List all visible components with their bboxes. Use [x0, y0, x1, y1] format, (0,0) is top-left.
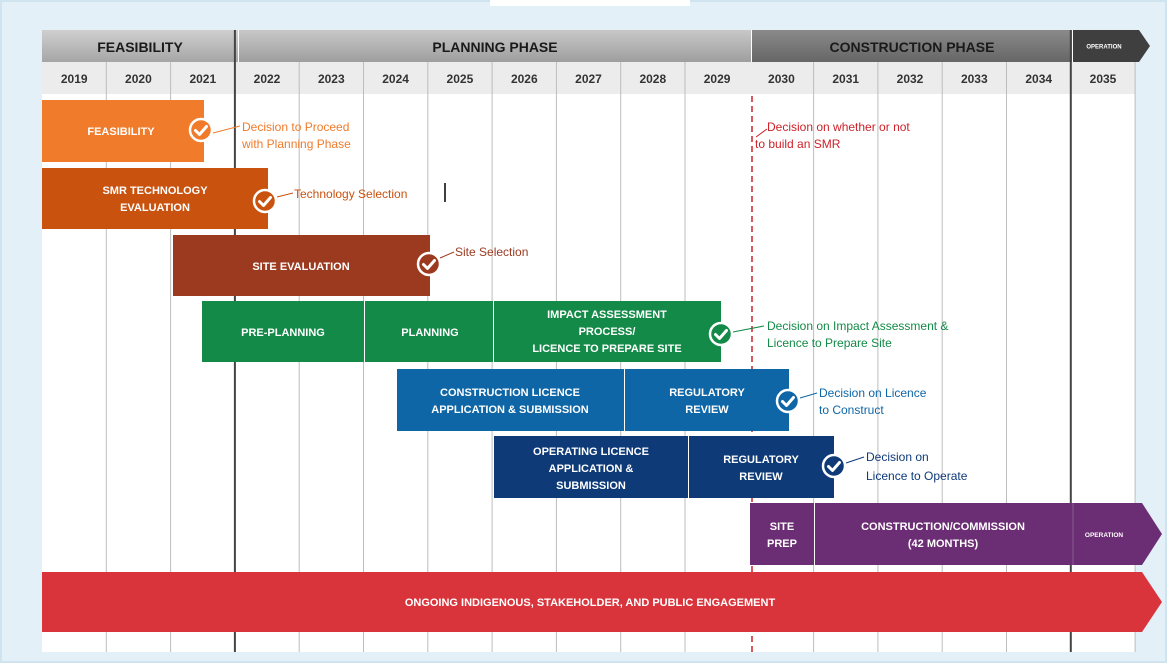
- bar-impact-label-line3: LICENCE TO PREPARE SITE: [532, 343, 681, 355]
- phase-band-construction: [752, 30, 1072, 62]
- milestone-build-line1: Decision on whether or not: [767, 120, 910, 134]
- check-icon: [775, 388, 801, 414]
- bar-reg-review-a-label-line1: REGULATORY: [669, 387, 745, 399]
- milestone-operate-line1: Decision on: [866, 450, 929, 464]
- year-label: 2025: [447, 72, 474, 86]
- callout-line-build: [755, 128, 768, 138]
- bar-smr-label-line2: EVALUATION: [120, 202, 190, 214]
- phase-label-operation: OPERATION: [1086, 45, 1121, 51]
- bar-reg-review-a-label-line2: REVIEW: [685, 404, 729, 416]
- year-label: 2035: [1090, 72, 1117, 86]
- bar-reg-review-b-label-line2: REVIEW: [739, 471, 783, 483]
- phase-label-construction: CONSTRUCTION PHASE: [830, 39, 995, 55]
- bar-pre-planning-label: PRE-PLANNING: [241, 327, 325, 339]
- year-label: 2019: [61, 72, 88, 86]
- milestone-construct-line1: Decision on Licence: [819, 386, 927, 400]
- callout-line-impact: [732, 325, 765, 333]
- milestone-impact-line1: Decision on Impact Assessment &: [767, 319, 948, 333]
- bar-site-prep: [750, 503, 814, 565]
- year-label: 2029: [704, 72, 731, 86]
- milestone-construct-line2: to Construct: [819, 403, 884, 417]
- year-label: 2021: [189, 72, 216, 86]
- bar-engagement: [42, 572, 1162, 632]
- year-label: 2022: [254, 72, 281, 86]
- phase-band-feasibility: [42, 30, 238, 62]
- year-label: 2031: [832, 72, 859, 86]
- year-row: [42, 62, 1135, 94]
- check-icon: [821, 453, 847, 479]
- bar-planning-label: PLANNING: [401, 327, 458, 339]
- year-label: 2026: [511, 72, 538, 86]
- year-label: 2028: [639, 72, 666, 86]
- bar-site-prep-label-line1: SITE: [770, 521, 794, 533]
- bar-construction-commission: [815, 503, 1162, 565]
- year-label: 2027: [575, 72, 602, 86]
- bar-cons-licence-label-line2: APPLICATION & SUBMISSION: [431, 404, 589, 416]
- bar-engagement-label: ONGOING INDIGENOUS, STAKEHOLDER, AND PUB…: [405, 597, 776, 609]
- bar-site-evaluation-label: SITE EVALUATION: [252, 261, 349, 273]
- bar-cons-licence-label-line1: CONSTRUCTION LICENCE: [440, 387, 580, 399]
- year-label: 2033: [961, 72, 988, 86]
- bar-construction-licence: [397, 369, 624, 431]
- bar-operating-licence: [494, 436, 688, 498]
- year-label: 2020: [125, 72, 152, 86]
- milestone-proceed-line2: with Planning Phase: [241, 137, 351, 151]
- bar-op-licence-label-line3: SUBMISSION: [556, 480, 626, 492]
- year-label: 2030: [768, 72, 795, 86]
- check-icon: [708, 321, 734, 347]
- milestone-impact-line2: Licence to Prepare Site: [767, 336, 892, 350]
- bar-construction-label-line2: (42 MONTHS): [908, 538, 979, 550]
- bar-regulatory-review-construction: [625, 369, 789, 431]
- year-label: 2023: [318, 72, 345, 86]
- bar-feasibility-label: FEASIBILITY: [87, 126, 155, 138]
- bar-impact-label-line2: PROCESS/: [579, 326, 636, 338]
- phase-label-planning: PLANNING PHASE: [432, 39, 557, 55]
- phase-band-planning: [239, 30, 751, 62]
- callout-line-proceed: [212, 125, 241, 134]
- callout-line-construct: [799, 392, 818, 399]
- bar-impact-assessment: [494, 301, 721, 362]
- year-label: 2024: [382, 72, 409, 86]
- bar-op-licence-label-line2: APPLICATION &: [549, 463, 634, 475]
- bar-site-evaluation: [173, 235, 430, 296]
- phase-band-operation: [1073, 30, 1150, 62]
- milestone-site-selection: Site Selection: [455, 245, 528, 259]
- milestone-proceed-line1: Decision to Proceed: [242, 120, 349, 134]
- bar-pre-planning: [202, 301, 364, 362]
- milestone-tech-selection: Technology Selection: [294, 187, 407, 201]
- bar-impact-label-line1: IMPACT ASSESSMENT: [547, 309, 667, 321]
- milestone-build-line2: to build an SMR: [755, 137, 841, 151]
- bar-regulatory-review-operating: [689, 436, 834, 498]
- bar-feasibility: [42, 100, 204, 162]
- check-icon: [252, 188, 278, 214]
- bar-reg-review-b-label-line1: REGULATORY: [723, 454, 799, 466]
- phase-label-feasibility: FEASIBILITY: [97, 39, 183, 55]
- milestone-operate-line2: Licence to Operate: [866, 469, 968, 483]
- bar-op-licence-label-line1: OPERATING LICENCE: [533, 446, 649, 458]
- check-icon: [188, 117, 214, 143]
- bar-planning: [365, 301, 493, 362]
- year-labels: 2019 2020 2021 2022 2023 2024 2025 2026 2027 2028…: [61, 72, 1117, 86]
- bar-construction-label-line1: CONSTRUCTION/COMMISSION: [861, 521, 1025, 533]
- year-label: 2032: [897, 72, 924, 86]
- bar-site-prep-label-line2: PREP: [767, 538, 797, 550]
- bar-operation-label: OPERATION: [1085, 532, 1123, 539]
- check-icon: [416, 251, 442, 277]
- callout-line-site: [439, 251, 455, 259]
- callout-line-tech: [276, 192, 294, 198]
- year-label: 2034: [1025, 72, 1052, 86]
- bar-smr-label-line1: SMR TECHNOLOGY: [102, 185, 208, 197]
- callout-line-operate: [845, 456, 865, 464]
- frame-gap: [490, 0, 690, 6]
- bar-smr-technology-evaluation: [42, 168, 268, 229]
